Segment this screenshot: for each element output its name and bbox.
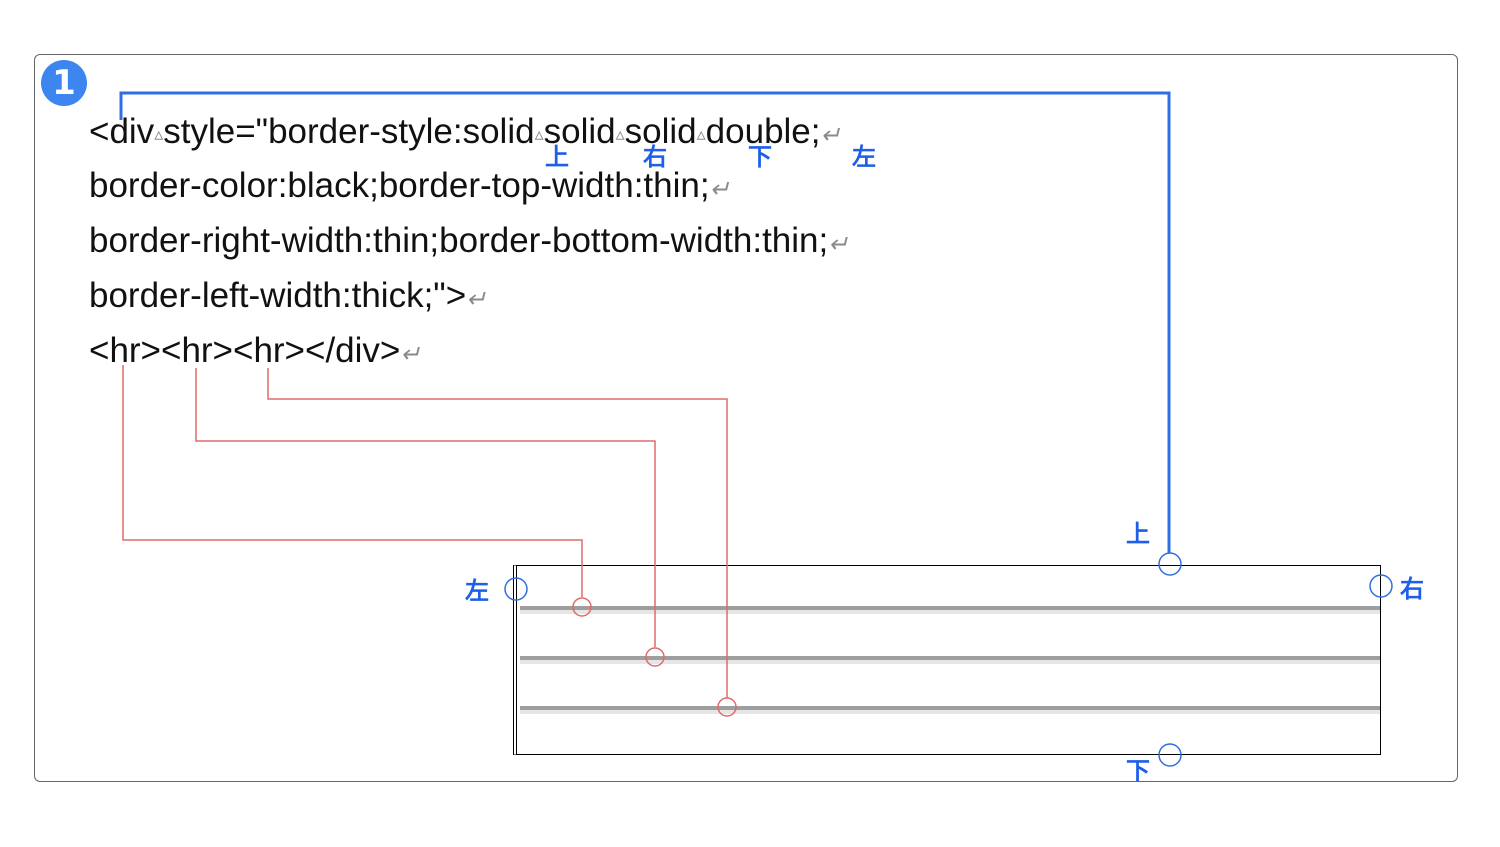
hr-1-marker (572, 597, 592, 617)
code-line-5: <hr><hr><hr></div>↵ (89, 331, 420, 375)
bottom-border-marker (1158, 743, 1182, 767)
red-connector-hr-3 (267, 368, 728, 698)
top-border-marker (1158, 552, 1182, 576)
hr-rule-1 (520, 606, 1380, 614)
label-right-border: 右 (1400, 575, 1424, 603)
code-line-1: <div▵style="border-style:solid▵solid▵sol… (89, 112, 841, 156)
space-marker-icon: ▵ (696, 123, 706, 144)
red-connector-hr-2 (195, 368, 656, 647)
label-right-under-code: 右 (643, 143, 667, 171)
hr-2-marker (645, 647, 665, 667)
newline-marker-icon: ↵ (709, 176, 730, 203)
space-marker-icon: ▵ (615, 123, 625, 144)
label-bottom-under-code: 下 (748, 143, 772, 171)
code-token-double: double; (705, 112, 821, 151)
space-marker-icon: ▵ (534, 123, 544, 144)
code-line-3-text: border-right-width:thin;border-bottom-wi… (89, 221, 829, 260)
code-line-2-text: border-color:black;border-top-width:thin… (89, 166, 710, 205)
step-number-badge: 1 (41, 60, 87, 106)
code-line-2: border-color:black;border-top-width:thin… (89, 166, 730, 210)
right-border-marker (1369, 574, 1393, 598)
label-left-border: 左 (465, 577, 489, 605)
space-marker-icon: ▵ (154, 123, 164, 144)
code-line-3: border-right-width:thin;border-bottom-wi… (89, 221, 848, 265)
diagram-frame (34, 54, 1458, 782)
newline-marker-icon: ↵ (466, 286, 487, 313)
code-token-style: style="border-style:solid (163, 112, 535, 151)
code-line-4-text: border-left-width:thick;"> (89, 276, 467, 315)
red-connector-hr-1 (122, 365, 583, 597)
label-left-under-code: 左 (852, 143, 876, 171)
hr-3-marker (717, 697, 737, 717)
newline-marker-icon: ↵ (828, 231, 849, 258)
label-bottom-border: 下 (1126, 757, 1150, 785)
hr-rule-3 (520, 706, 1380, 714)
blue-connector-line (119, 91, 1171, 553)
hr-rule-2 (520, 656, 1380, 664)
code-line-5-text: <hr><hr><hr></div> (89, 331, 401, 370)
code-token-solid-3: solid (624, 112, 697, 151)
newline-marker-icon: ↵ (820, 122, 841, 149)
code-line-4: border-left-width:thick;">↵ (89, 276, 486, 320)
label-top-border: 上 (1126, 520, 1150, 548)
newline-marker-icon: ↵ (400, 341, 421, 368)
left-border-marker (504, 577, 528, 601)
label-top-under-code: 上 (545, 143, 569, 171)
rendered-div-preview (513, 565, 1381, 755)
code-token-solid-2: solid (543, 112, 616, 151)
